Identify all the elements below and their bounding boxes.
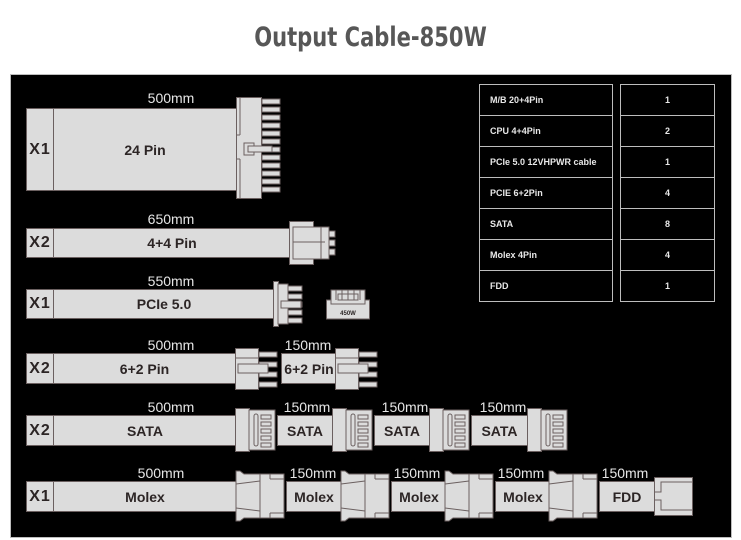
cable-sata: SATA — [53, 415, 237, 446]
cable-pcie5: PCIe 5.0 — [53, 289, 275, 319]
cable-length-cpu: 650mm — [147, 211, 195, 227]
molex-ext-connector-icon-3 — [548, 470, 598, 522]
ext-cable-sata-3: SATA — [471, 415, 528, 446]
ext-length-molex-3: 150mm — [497, 465, 545, 481]
sata-connector-icon — [235, 408, 276, 452]
cable-length-pcie5: 550mm — [147, 273, 195, 289]
summary-row-count: 1 — [620, 270, 715, 302]
quantity-24pin: X1 — [26, 108, 54, 191]
summary-row-name: PCIe 5.0 12VHPWR cable — [479, 146, 613, 178]
summary-row-name: M/B 20+4Pin — [479, 84, 613, 116]
summary-row-name: Molex 4Pin — [479, 239, 613, 271]
ext-cable-molex-1: Molex — [286, 481, 342, 512]
pcie-6+2-connector-icon — [235, 348, 278, 390]
ext-length-sata-3: 150mm — [479, 399, 527, 415]
summary-row-count: 4 — [620, 177, 715, 209]
cable-24pin: 24 Pin — [53, 108, 237, 191]
quantity-pcie5: X1 — [26, 289, 54, 319]
cable-length-24pin: 500mm — [147, 90, 195, 106]
ext-length-fdd: 150mm — [601, 465, 649, 481]
summary-row-count: 4 — [620, 239, 715, 271]
ext-cable-molex-3: Molex — [495, 481, 551, 512]
cable-molex: Molex — [53, 481, 237, 512]
ext-length-pcie62-1: 150mm — [284, 337, 332, 353]
molex-ext-connector-icon-2 — [444, 470, 494, 522]
pcie-6+2-ext-connector-icon — [335, 348, 378, 390]
summary-row-count: 8 — [620, 208, 715, 240]
summary-row-name: CPU 4+4Pin — [479, 115, 613, 147]
ext-length-molex-1: 150mm — [289, 465, 337, 481]
cable-cpu: 4+4 Pin — [53, 228, 291, 258]
cable-diagram-panel: 500mm X1 24 Pin 650mm X2 4+4 Pin 550mm X… — [10, 74, 732, 538]
12vhpwr-connector-icon — [273, 281, 303, 327]
molex-ext-connector-icon-1 — [340, 470, 390, 522]
eps-4+4-connector-icon — [289, 221, 336, 265]
summary-row-count: 1 — [620, 84, 715, 116]
cable-length-pcie62: 500mm — [147, 337, 195, 353]
ext-cable-sata-2: SATA — [374, 415, 430, 446]
sata-ext-connector-icon-2 — [429, 408, 470, 452]
summary-row-name: PCIE 6+2Pin — [479, 177, 613, 209]
quantity-sata: X2 — [26, 415, 54, 446]
ext-cable-fdd: FDD — [599, 481, 655, 512]
ext-length-molex-2: 150mm — [393, 465, 441, 481]
quantity-cpu: X2 — [26, 228, 54, 258]
summary-row-name: SATA — [479, 208, 613, 240]
summary-row-count: 1 — [620, 146, 715, 178]
page-title: Output Cable-850W — [254, 22, 487, 53]
ext-cable-sata-1: SATA — [277, 415, 333, 446]
summary-row-name: FDD — [479, 270, 613, 302]
atx-24pin-connector-icon — [236, 97, 281, 199]
quantity-molex: X1 — [26, 481, 54, 512]
ext-length-sata-2: 150mm — [381, 399, 429, 415]
fdd-connector-icon — [654, 477, 693, 516]
ext-cable-molex-2: Molex — [391, 481, 447, 512]
molex-connector-icon — [235, 470, 285, 522]
quantity-pcie62: X2 — [26, 353, 54, 384]
cable-length-molex: 500mm — [137, 465, 185, 481]
cable-pcie62: 6+2 Pin — [53, 353, 236, 384]
cable-length-sata: 500mm — [147, 399, 195, 415]
sata-ext-connector-icon-1 — [332, 408, 373, 452]
ext-length-sata-1: 150mm — [283, 399, 331, 415]
sata-ext-connector-icon-3 — [527, 408, 568, 452]
summary-row-count: 2 — [620, 115, 715, 147]
ext-cable-pcie62-1: 6+2 Pin — [281, 353, 337, 384]
chip-wattage-label: 450W — [340, 311, 356, 317]
12vhpwr-chip-icon: 450W — [326, 289, 370, 320]
